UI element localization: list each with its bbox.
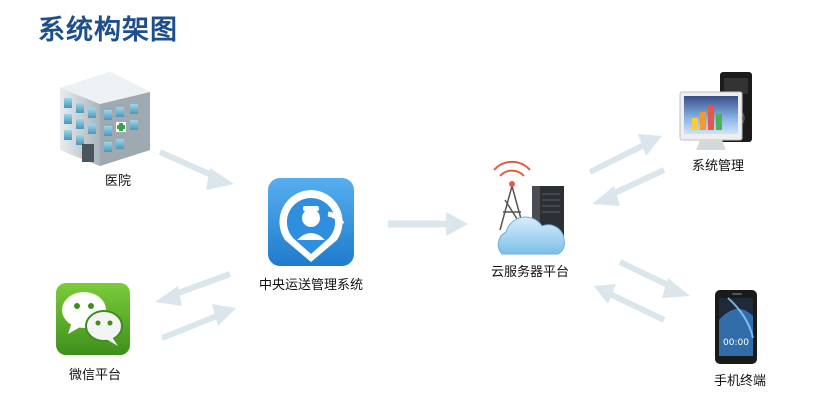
cloud-platform-label: 云服务器平台 bbox=[490, 265, 570, 280]
wechat-platform-label: 微信平台 bbox=[68, 368, 122, 383]
location-pin-doctor-icon bbox=[268, 178, 354, 266]
page-title: 系统构架图 bbox=[38, 15, 178, 46]
center-system-label: 中央运送管理系统 bbox=[258, 278, 364, 293]
arrow-center-to-cloud bbox=[388, 212, 468, 236]
hospital-building-icon bbox=[60, 72, 150, 166]
arrow-hospital-to-center bbox=[158, 149, 234, 190]
cloud-server-tower-icon bbox=[493, 160, 565, 255]
flow-arrows bbox=[155, 134, 690, 341]
arrow-cloud-to-mobile bbox=[618, 259, 690, 298]
phone-clock: 00:00 bbox=[723, 338, 749, 348]
arrow-wechat-to-center bbox=[160, 304, 236, 341]
arrow-center-to-wechat bbox=[155, 271, 232, 306]
desktop-computer-icon bbox=[679, 72, 752, 150]
arrow-admin-to-cloud bbox=[592, 167, 666, 206]
mobile-terminal-label: 手机终端 bbox=[713, 374, 767, 389]
arrow-mobile-to-cloud bbox=[594, 284, 666, 323]
wechat-icon bbox=[56, 283, 130, 355]
smartphone-icon: 00:00 bbox=[715, 290, 757, 364]
arrow-cloud-to-admin bbox=[588, 134, 662, 175]
system-admin-label: 系统管理 bbox=[691, 159, 745, 174]
hospital-label: 医院 bbox=[104, 174, 132, 189]
